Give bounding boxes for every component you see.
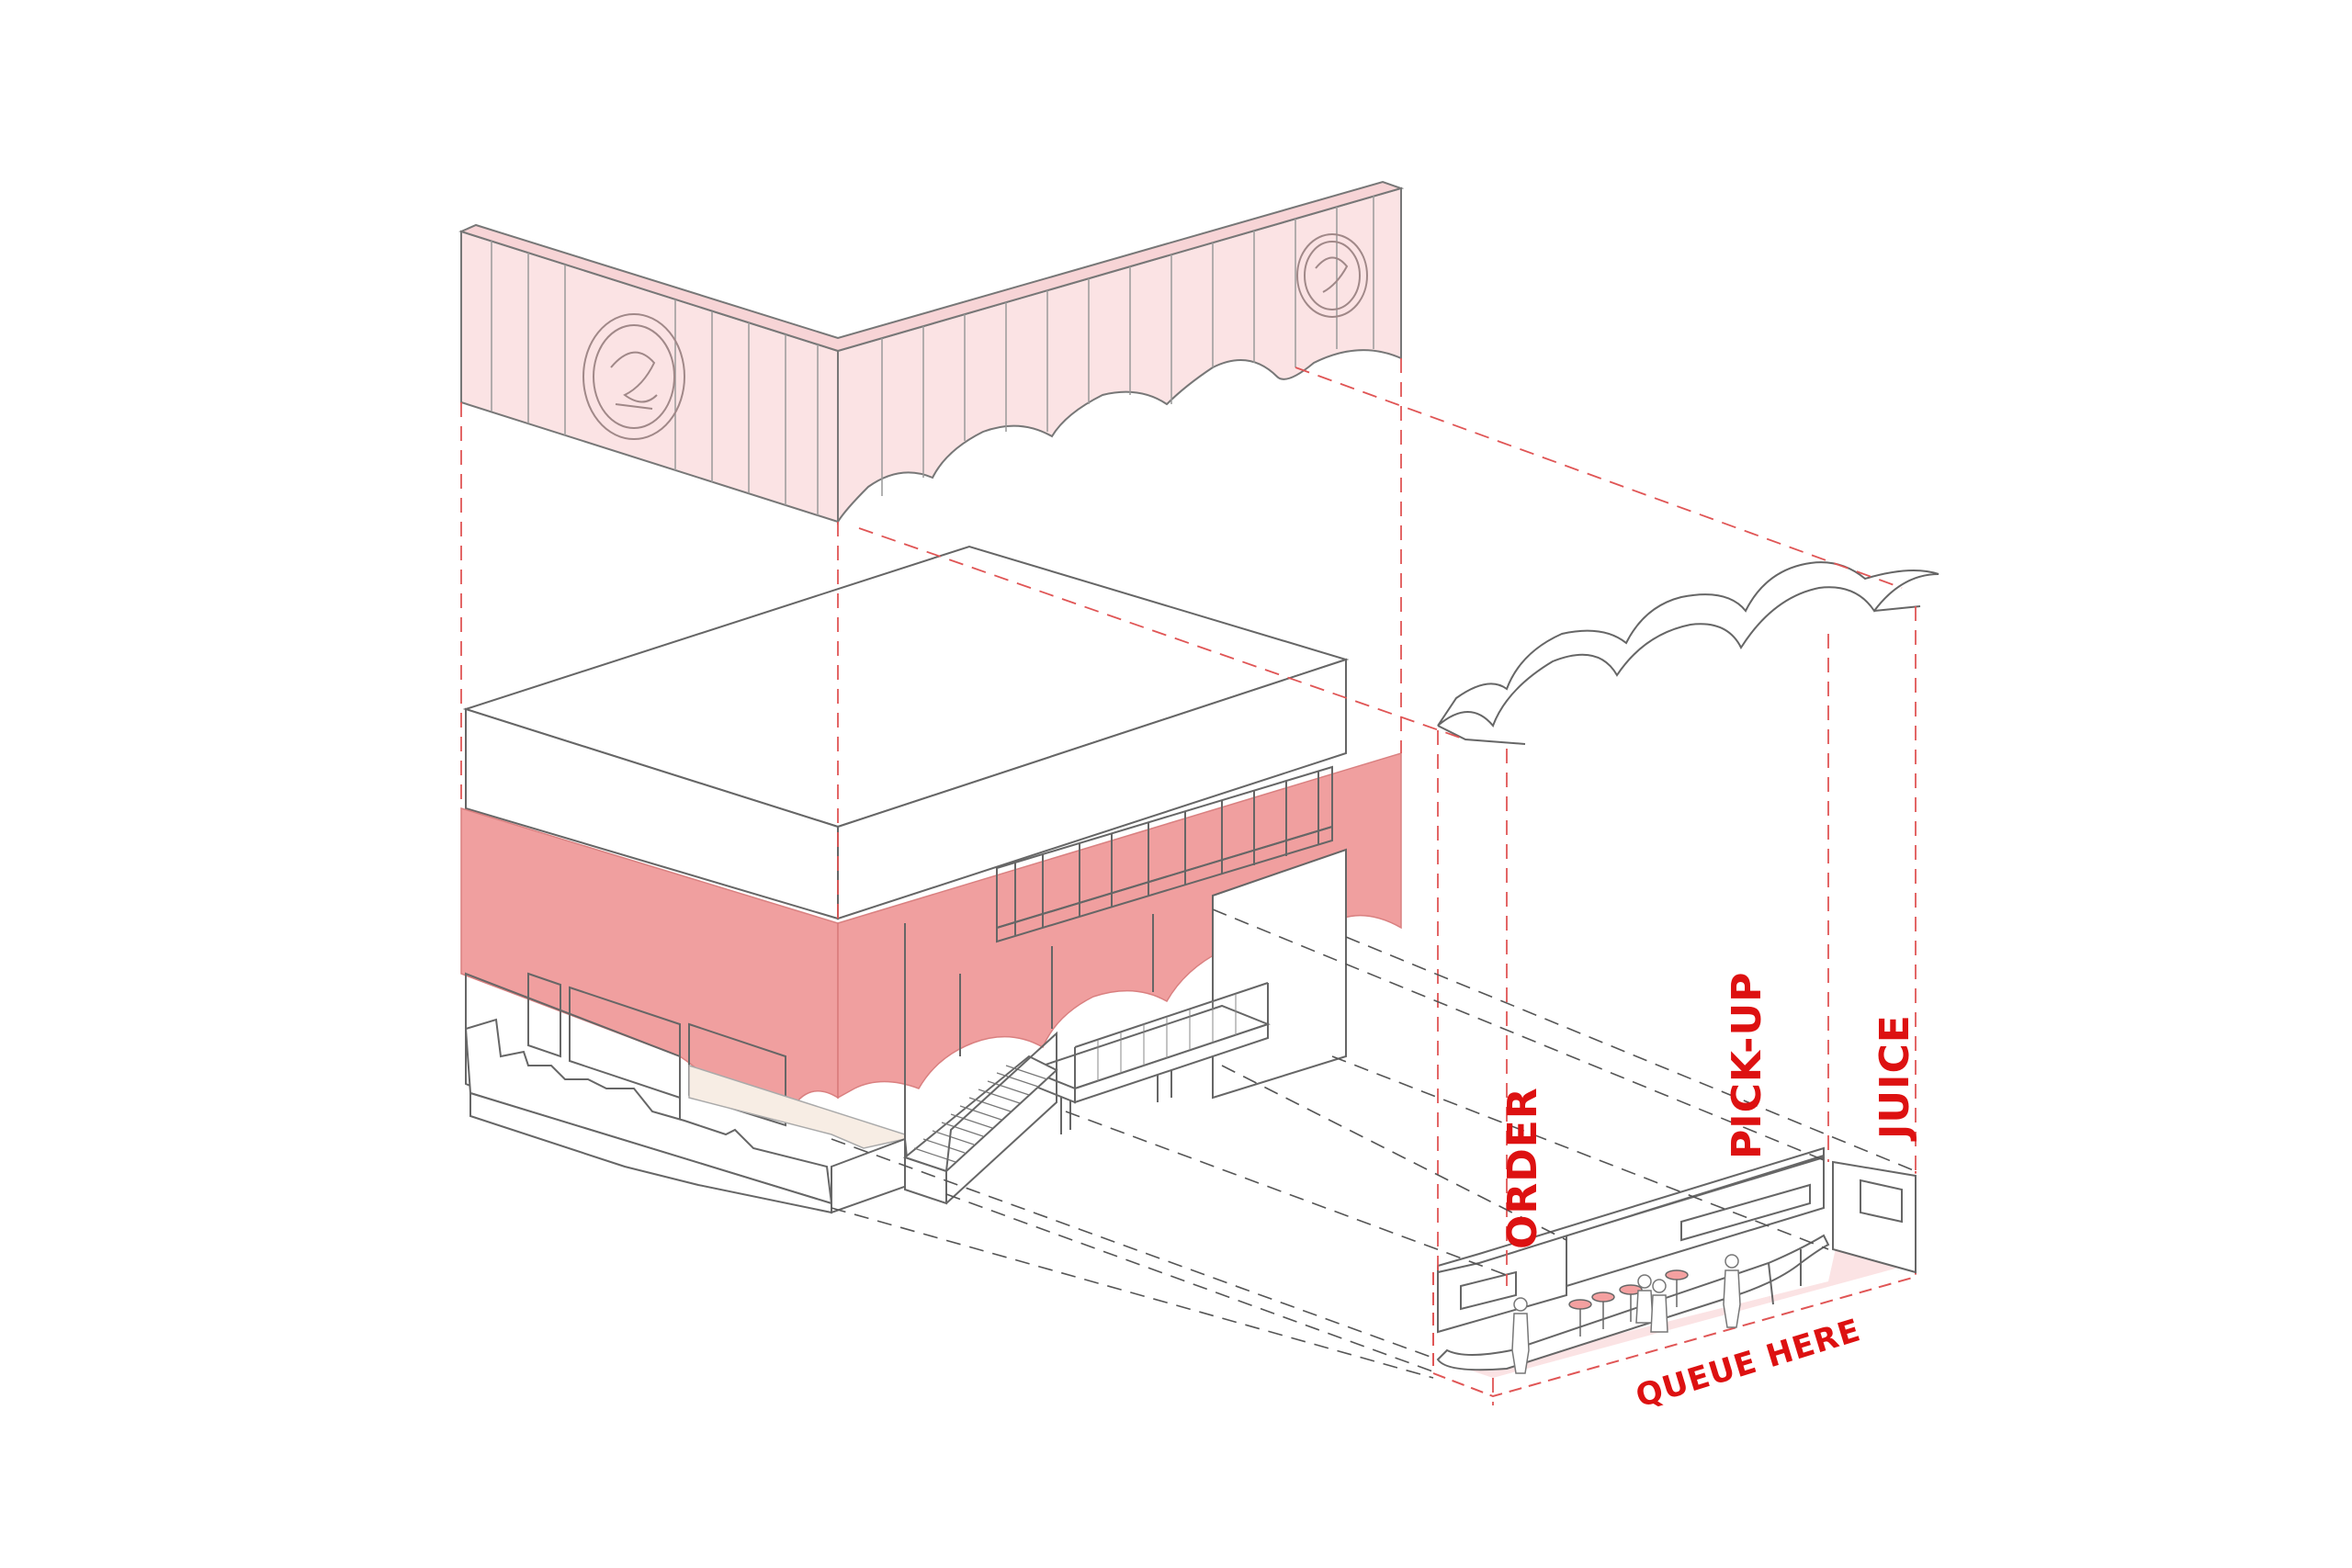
- bar-stools: [1568, 1269, 1689, 1337]
- sign-left-face: [460, 230, 839, 524]
- label-order: ORDER: [1499, 1087, 1546, 1249]
- people-figures: [1511, 1254, 1741, 1374]
- sign-top-edge: [458, 180, 1405, 353]
- upper-window-grid: [996, 765, 1333, 943]
- projection-lines-red: [460, 358, 1917, 1405]
- building-volume: [460, 545, 1402, 1214]
- sign-right-face: [837, 186, 1402, 525]
- label-juice: JUICE: [1871, 1014, 1918, 1142]
- scalloped-canopy: [1437, 561, 1939, 745]
- logo-emblem-right: [1296, 233, 1368, 318]
- interior-plan: [1432, 1146, 1917, 1398]
- exterior-staircase: [902, 1031, 1058, 1205]
- storefront-sign-panel: [458, 180, 1405, 525]
- label-pickup: PICK-UP: [1724, 972, 1770, 1159]
- logo-emblem-left: [582, 313, 685, 440]
- projection-lines-grey: [831, 908, 1917, 1379]
